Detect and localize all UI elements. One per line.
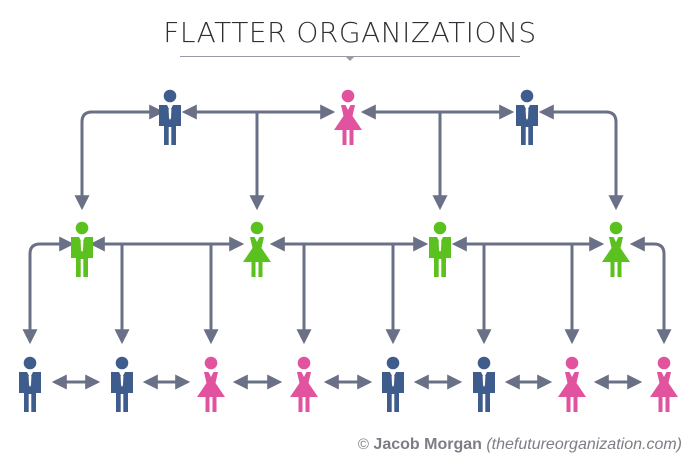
- middle-left-link: [22, 236, 75, 345]
- middle-right-link: [629, 236, 672, 345]
- bottom-person-6: [473, 356, 495, 412]
- credit-author: Jacob Morgan: [373, 436, 482, 453]
- bottom-person-2: [111, 356, 133, 412]
- people: [19, 89, 678, 412]
- top-right-link: [538, 104, 624, 211]
- bottom-person-7: [558, 356, 586, 412]
- top-person-2: [334, 89, 362, 145]
- middle-person-2: [243, 221, 271, 277]
- bottom-person-4: [290, 356, 318, 412]
- middle-person-4: [602, 221, 630, 277]
- middle-person-3: [429, 221, 451, 277]
- copyright-symbol: ©: [357, 436, 369, 453]
- top-person-1: [159, 89, 181, 145]
- credit-site: (thefutureorganization.com): [486, 436, 682, 453]
- bottom-person-5: [382, 356, 404, 412]
- bottom-person-3: [197, 356, 225, 412]
- top-left-link: [74, 104, 165, 211]
- bottom-person-1: [19, 356, 41, 412]
- bottom-person-8: [650, 356, 678, 412]
- credit-line: © Jacob Morgan (thefutureorganization.co…: [358, 436, 682, 454]
- connectors: [22, 104, 672, 390]
- title-underline-notch: [345, 56, 355, 61]
- middle-person-1: [71, 221, 93, 277]
- top-person-3: [516, 89, 538, 145]
- diagram-title: FLATTER ORGANIZATIONS: [163, 16, 537, 49]
